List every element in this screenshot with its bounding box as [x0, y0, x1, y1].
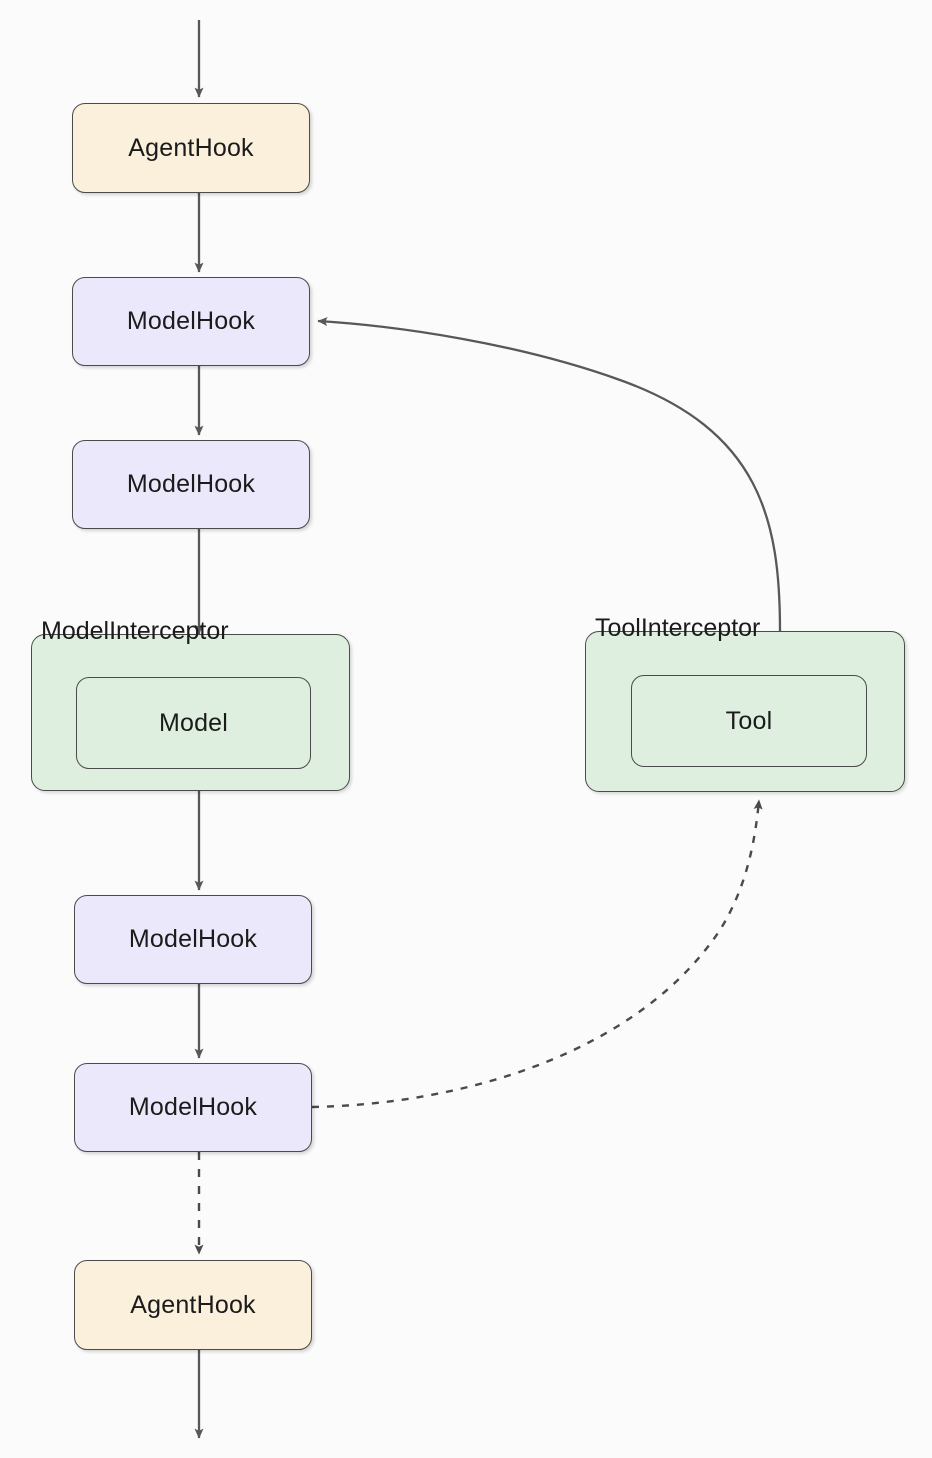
cluster-tool-interceptor-title: ToolInterceptor — [595, 614, 761, 642]
cluster-tool-interceptor[interactable]: ToolInterceptor Tool — [585, 616, 905, 792]
node-model-hook-3-label: ModelHook — [128, 925, 258, 953]
node-model-hook-3[interactable]: ModelHook — [74, 895, 312, 984]
edge-model-hook-4-to-tool-interceptor — [311, 799, 763, 1109]
node-agent-hook-top-label: AgentHook — [128, 133, 254, 162]
node-tool-label: Tool — [725, 706, 773, 735]
node-agent-hook-bottom[interactable]: AgentHook — [74, 1260, 312, 1350]
node-model[interactable]: Model — [76, 677, 311, 769]
node-agent-hook-bottom-label: AgentHook — [130, 1290, 256, 1319]
node-model-hook-1[interactable]: ModelHook — [72, 277, 310, 366]
cluster-model-interceptor[interactable]: ModelInterceptor Model — [31, 619, 350, 791]
cluster-model-interceptor-title: ModelInterceptor — [41, 617, 229, 645]
node-model-hook-2-label: ModelHook — [126, 470, 256, 498]
node-model-hook-1-label: ModelHook — [126, 307, 256, 335]
node-model-hook-4-label: ModelHook — [128, 1093, 258, 1121]
node-model-hook-2[interactable]: ModelHook — [72, 440, 310, 529]
node-model-label: Model — [158, 708, 229, 737]
node-tool[interactable]: Tool — [631, 675, 867, 767]
node-model-hook-4[interactable]: ModelHook — [74, 1063, 312, 1152]
edge-tool-interceptor-to-model-hook-1 — [317, 317, 782, 632]
node-agent-hook-top[interactable]: AgentHook — [72, 103, 310, 193]
